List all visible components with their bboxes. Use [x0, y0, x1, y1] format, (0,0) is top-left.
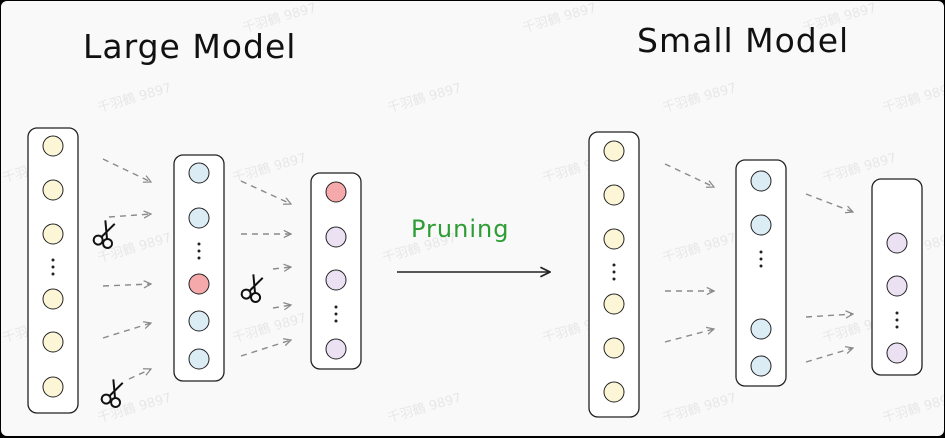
small-connections-2 [805, 193, 853, 363]
scissors-icon [92, 220, 116, 250]
large-hidden-layer-box [173, 154, 225, 382]
pruning-label: Pruning [411, 215, 510, 243]
neuron [603, 228, 625, 250]
large-input-layer [42, 135, 64, 398]
connection-arrow [664, 163, 714, 187]
connection-arrow [805, 193, 853, 212]
neuron [42, 179, 64, 201]
connection-arrow [664, 329, 714, 343]
pruned-neuron [325, 181, 347, 203]
small-connections-1 [664, 163, 714, 343]
neuron [750, 355, 772, 377]
small-hidden-layer-box [735, 159, 787, 387]
connection-arrow [102, 323, 151, 339]
large-connections-2 [240, 180, 291, 357]
neuron [42, 288, 64, 310]
neuron [188, 310, 210, 332]
connection-arrow [240, 340, 291, 357]
ellipsis-dots [51, 258, 55, 276]
neuron [325, 269, 347, 291]
connection-arrow [240, 180, 291, 204]
connection-arrow [102, 284, 151, 286]
neuron [750, 318, 772, 340]
large-connections-1 [102, 158, 151, 380]
ellipsis-dots [197, 242, 201, 260]
neuron [325, 226, 347, 248]
neuron [42, 223, 64, 245]
connection-arrow [128, 369, 151, 380]
ellipsis-dots [759, 250, 763, 268]
connection-arrow [805, 348, 853, 363]
pruned-neuron [188, 273, 210, 295]
ellipsis-dots [334, 305, 338, 323]
neuron [188, 162, 210, 184]
connection-arrow [272, 305, 291, 308]
neuron [603, 293, 625, 315]
neuron [42, 135, 64, 157]
neuron [603, 184, 625, 206]
small-output-layer [886, 232, 908, 364]
neuron [42, 376, 64, 398]
connection-arrow [805, 314, 853, 317]
neuron [188, 207, 210, 229]
small-hidden-layer [750, 170, 772, 377]
neuron [188, 348, 210, 370]
small-input-layer-box [588, 131, 640, 418]
connection-arrow [102, 158, 151, 182]
neuron [886, 275, 908, 297]
large-input-layer-box [27, 127, 79, 414]
neuron [603, 337, 625, 359]
scissors-icon [240, 274, 264, 304]
neuron [886, 342, 908, 364]
small-model-title: Small Model [637, 21, 850, 60]
large-hidden-layer [188, 162, 210, 370]
ellipsis-dots [895, 311, 899, 329]
neuron [42, 331, 64, 353]
neuron [325, 338, 347, 360]
neuron [603, 381, 625, 403]
small-input-layer [603, 140, 625, 403]
large-output-layer [325, 181, 347, 360]
neuron [750, 214, 772, 236]
connection-arrow [108, 214, 151, 217]
neuron [886, 232, 908, 254]
connection-arrow [272, 267, 291, 269]
ellipsis-dots [612, 263, 616, 281]
neuron [750, 170, 772, 192]
neuron [603, 140, 625, 162]
scissors-icon [100, 379, 124, 409]
large-model-title: Large Model [83, 27, 297, 66]
